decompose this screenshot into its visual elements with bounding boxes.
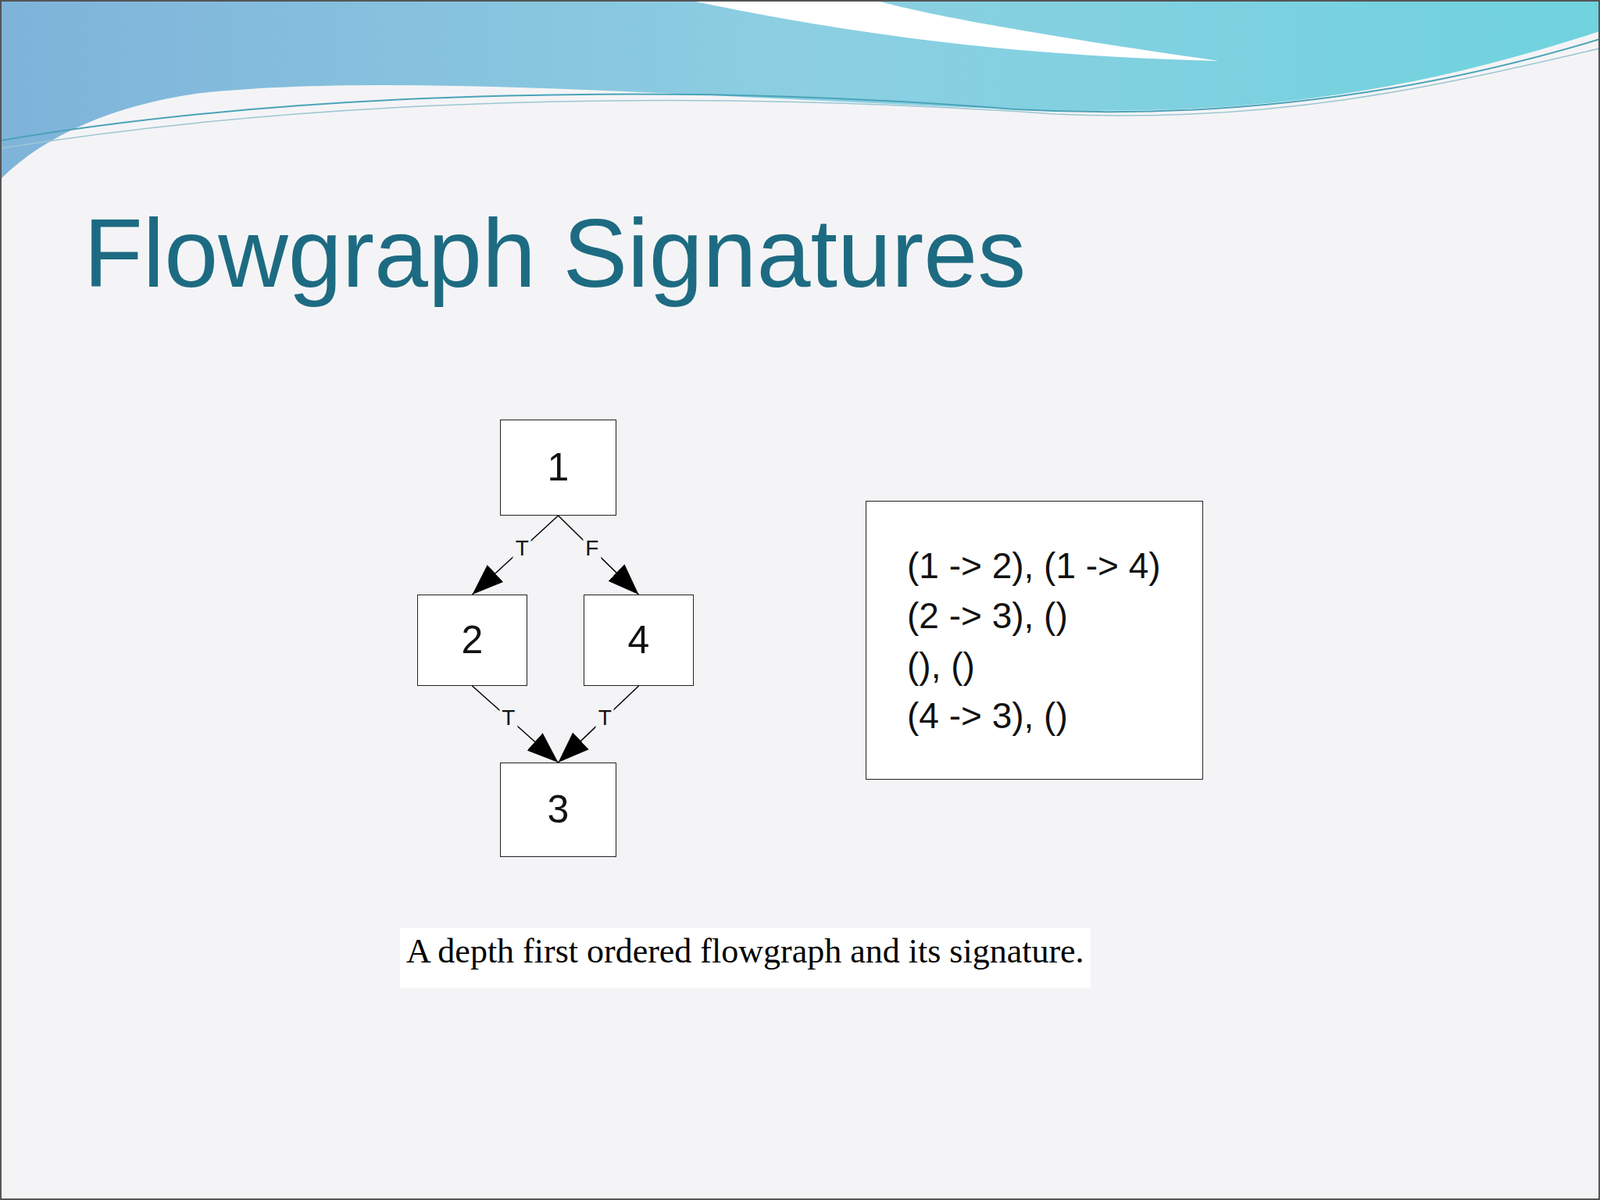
figure-caption: A depth first ordered flowgraph and its … xyxy=(400,928,1091,989)
branch-label: T xyxy=(596,706,615,730)
flow-node-box: 3 xyxy=(500,762,617,858)
signature-line: (1 -> 2), (1 -> 4) xyxy=(907,540,1161,591)
signature-line: (2 -> 3), () xyxy=(907,590,1068,641)
slide-title: Flowgraph Signatures xyxy=(83,204,1026,302)
band-line xyxy=(0,39,1600,141)
flow-node-box: 1 xyxy=(500,419,617,516)
flow-edge xyxy=(472,515,559,595)
branch-label: T xyxy=(513,536,532,561)
flow-node-box: 4 xyxy=(583,594,694,686)
node-number: 4 xyxy=(628,618,650,662)
node-number: 2 xyxy=(461,618,484,662)
top-band xyxy=(0,0,1600,180)
flow-edge xyxy=(472,685,559,763)
band-line xyxy=(0,48,1600,149)
flow-edge xyxy=(558,685,640,763)
node-number: 3 xyxy=(547,788,570,832)
signature-line: (4 -> 3), () xyxy=(907,690,1068,741)
signature-line: (), () xyxy=(907,640,975,691)
node-number: 1 xyxy=(547,446,570,490)
branch-label: F xyxy=(582,536,601,561)
flow-node-box: 2 xyxy=(417,594,528,686)
band-swoosh xyxy=(687,0,1219,61)
flow-edge xyxy=(558,515,640,595)
signature-box: (1 -> 2), (1 -> 4)(2 -> 3), ()(), ()(4 -… xyxy=(865,500,1204,780)
branch-label: T xyxy=(499,706,518,730)
